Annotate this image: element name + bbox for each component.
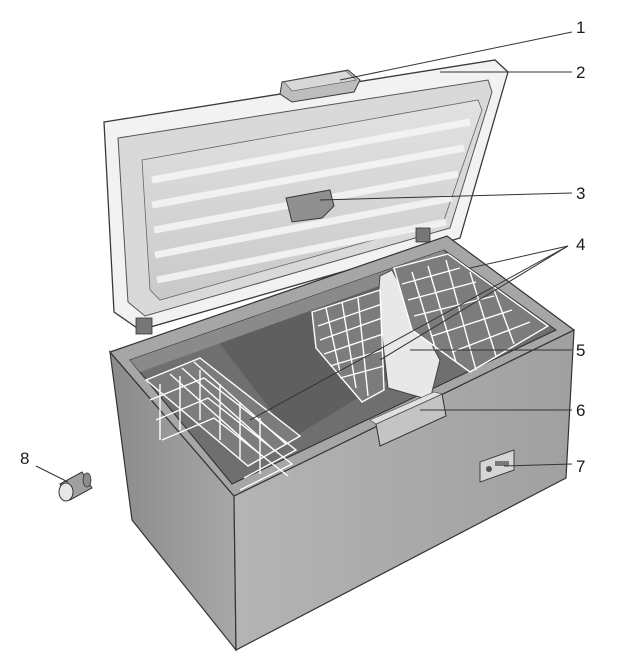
- leader-7: [503, 463, 573, 467]
- leader-4a: [469, 245, 569, 269]
- leader-1: [339, 31, 573, 81]
- callout-3: 3: [576, 184, 585, 203]
- basket-middle: [311, 289, 385, 403]
- leader-8: [35, 465, 69, 483]
- leader-4b: [379, 245, 569, 361]
- lid-handle-light-top: [283, 70, 357, 92]
- leader-3: [319, 192, 573, 201]
- callout-numbers: 1 2 3 4 5 6 7 8: [20, 18, 585, 476]
- basket-front-left: [144, 357, 302, 491]
- hinge-left: [135, 317, 153, 335]
- callout-4: 4: [576, 235, 585, 254]
- panel-text-marks: [495, 461, 509, 466]
- control-panel[interactable]: [479, 449, 515, 483]
- drain-plug: [58, 471, 93, 502]
- callout-6: 6: [576, 401, 585, 420]
- callout-8: 8: [20, 449, 29, 468]
- hinge-right: [415, 227, 431, 243]
- front-handle-top: [369, 391, 443, 425]
- lid-interior-light: [285, 189, 335, 223]
- lid-liner-stripes: [151, 118, 471, 284]
- basket-right: [393, 253, 550, 373]
- leader-4c: [249, 245, 569, 421]
- callout-1: 1: [576, 18, 585, 37]
- callout-7: 7: [576, 457, 585, 476]
- callout-5: 5: [576, 341, 585, 360]
- interior-back-wall: [130, 250, 446, 372]
- callout-2: 2: [576, 63, 585, 82]
- lid[interactable]: [103, 59, 509, 335]
- leader-lines: [35, 31, 573, 483]
- indicator-light-icon: [486, 466, 492, 472]
